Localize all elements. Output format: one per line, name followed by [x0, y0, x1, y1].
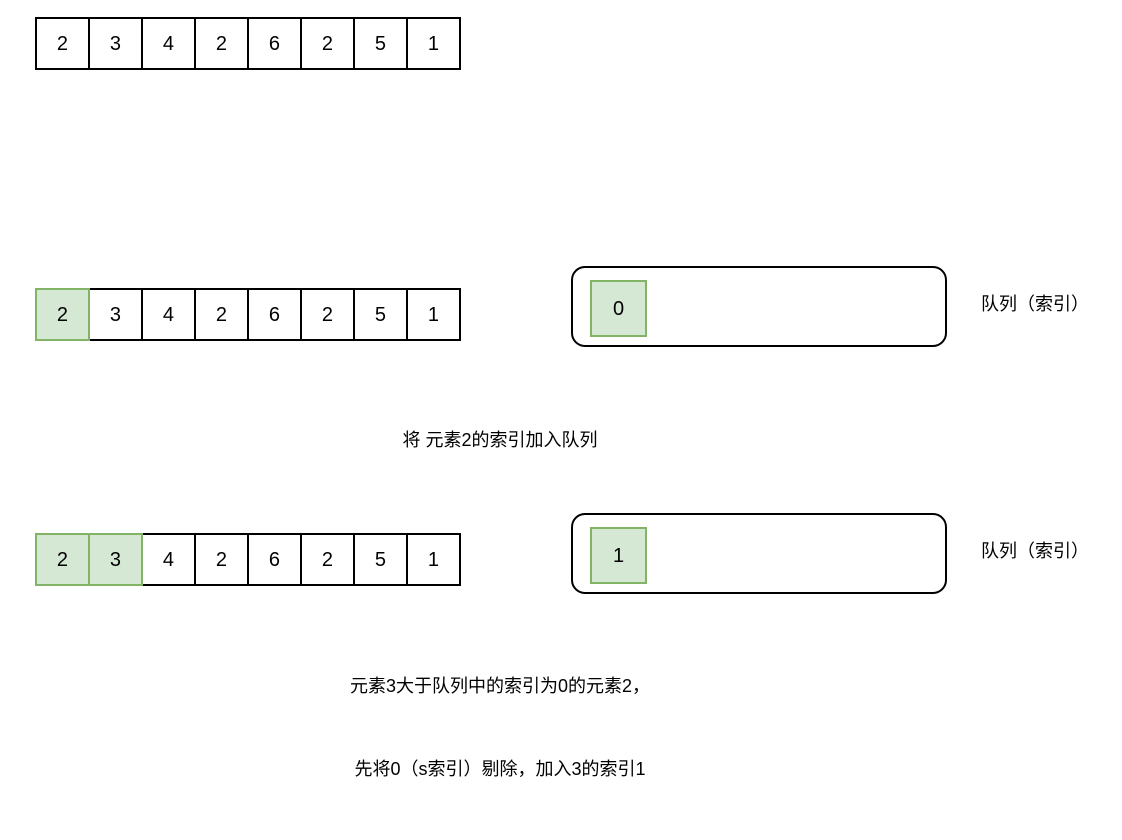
- array-cell-highlighted: 2: [35, 288, 90, 341]
- array-cell: 2: [35, 17, 90, 70]
- array-cell: 2: [194, 17, 249, 70]
- array-cell: 6: [247, 288, 302, 341]
- array-cell: 2: [300, 17, 355, 70]
- array-cell: 4: [141, 533, 196, 586]
- array-cell: 2: [194, 288, 249, 341]
- array-step-0: 2 3 4 2 6 2 5 1: [35, 17, 461, 70]
- array-cell: 6: [247, 533, 302, 586]
- caption-line: 先将0（s索引）剔除，加入3的索引1: [354, 759, 646, 780]
- array-cell: 1: [406, 288, 461, 341]
- array-step-1: 2 3 4 2 6 2 5 1: [35, 288, 461, 341]
- queue-item: 0: [590, 280, 647, 337]
- array-cell: 4: [141, 288, 196, 341]
- queue-label-step-1: 队列（索引）: [981, 294, 1089, 314]
- array-cell: 2: [300, 288, 355, 341]
- caption-step-2: 元素3大于队列中的索引为0的元素2， 先将0（s索引）剔除，加入3的索引1: [240, 617, 760, 840]
- array-cell-highlighted: 2: [35, 533, 90, 586]
- caption-line: 元素3大于队列中的索引为0的元素2，: [349, 675, 651, 696]
- array-cell: 1: [406, 533, 461, 586]
- array-cell: 3: [88, 17, 143, 70]
- caption-step-1: 将 元素2的索引加入队列: [245, 371, 755, 510]
- array-cell: 2: [194, 533, 249, 586]
- array-cell: 6: [247, 17, 302, 70]
- array-cell: 4: [141, 17, 196, 70]
- array-cell: 2: [300, 533, 355, 586]
- queue-label-step-2: 队列（索引）: [981, 541, 1089, 561]
- queue-step-2: 1: [571, 513, 947, 594]
- array-cell: 5: [353, 288, 408, 341]
- array-cell: 1: [406, 17, 461, 70]
- queue-item: 1: [590, 527, 647, 584]
- array-cell: 5: [353, 17, 408, 70]
- array-cell-highlighted: 3: [88, 533, 143, 586]
- queue-step-1: 0: [571, 266, 947, 347]
- diagram-canvas: 2 3 4 2 6 2 5 1 2 3 4 2 6 2 5 1 0 队列（索引）…: [35, 17, 1089, 779]
- array-step-2: 2 3 4 2 6 2 5 1: [35, 533, 461, 586]
- array-cell: 3: [88, 288, 143, 341]
- caption-line: 将 元素2的索引加入队列: [402, 429, 598, 450]
- array-cell: 5: [353, 533, 408, 586]
